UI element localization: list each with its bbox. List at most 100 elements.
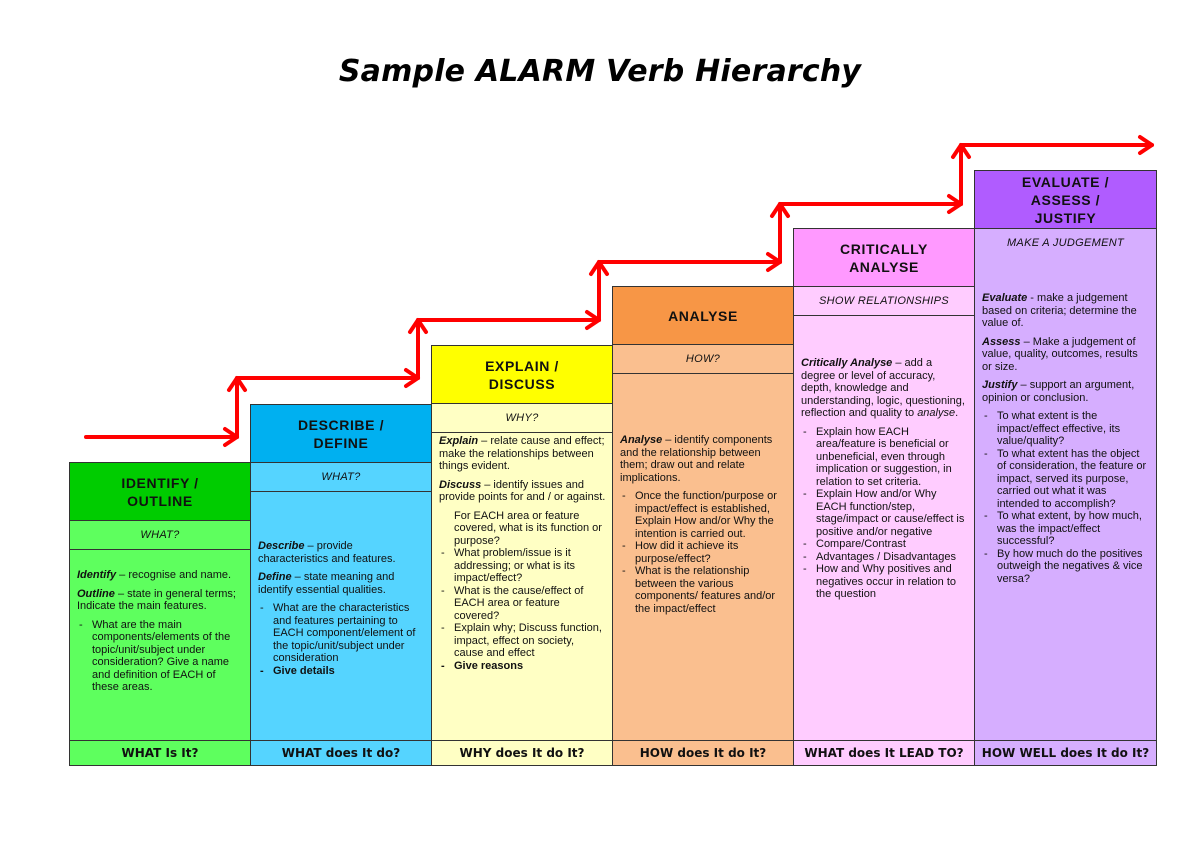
column-header-analyse: ANALYSE — [613, 287, 793, 345]
definition-term: Define — [258, 571, 292, 583]
definition-term: Assess — [982, 335, 1021, 348]
header-line: ANALYSE — [849, 258, 919, 275]
definition-text: – provide characteristics and features. — [258, 540, 396, 565]
arrowhead-right-icon — [1138, 135, 1154, 155]
column-body-critically: Critically Analyse – add a degree or lev… — [794, 316, 974, 741]
bullet-item: By how much do the positives outweigh th… — [982, 548, 1150, 586]
header-line: DESCRIBE / — [297, 416, 385, 433]
arrowhead-right-icon — [585, 310, 601, 330]
bullet-item: Once the function/purpose or impact/effe… — [620, 490, 787, 540]
arrowhead-up-icon — [227, 376, 247, 392]
column-body-analyse: Analyse – identify components and the re… — [613, 374, 793, 741]
bullet-item: What problem/issue is it addressing; or … — [439, 547, 606, 585]
arrowhead-up-icon — [951, 143, 971, 159]
definition-define: Define – state meaning and identify esse… — [258, 571, 425, 596]
definition-text: – state in general terms; Indicate the m… — [77, 587, 236, 613]
column-body-describe: Describe – provide characteristics and f… — [251, 492, 431, 741]
column-header-text: EVALUATE /ASSESS /JUSTIFY — [1022, 173, 1109, 227]
bullet-item: To what extent is the impact/effect effe… — [982, 410, 1150, 448]
definition-explain: Explain – relate cause and effect; make … — [439, 435, 606, 473]
definition-text: – support an argument, opinion or conclu… — [982, 379, 1135, 404]
arrowhead-right-icon — [223, 427, 239, 447]
column-question-describe: WHAT? — [251, 463, 431, 492]
header-line: OUTLINE — [127, 492, 193, 509]
arrowhead-up-icon — [589, 260, 609, 276]
definition-describe: Describe – provide characteristics and f… — [258, 540, 425, 565]
column-header-text: IDENTIFY /OUTLINE — [121, 474, 198, 510]
arrowhead-up-icon — [408, 318, 428, 334]
bullet-item: To what extent has the object of conside… — [982, 448, 1150, 511]
column-header-text: DESCRIBE /DEFINE — [298, 416, 384, 452]
definition-text: – state meaning and identify essential q… — [258, 571, 395, 596]
bullet-item: Compare/Contrast — [801, 538, 968, 551]
column-question-identify: WHAT? — [70, 521, 250, 550]
bullet-list: What are the main components/elements of… — [77, 619, 244, 694]
bullet-list: For EACH area or feature covered, what i… — [439, 510, 606, 673]
header-line: EXPLAIN / — [485, 357, 559, 374]
footer-explain: WHY does It do It? — [431, 740, 612, 766]
bullet-item: Explain how EACH area/feature is benefic… — [801, 426, 968, 489]
column-header-explain: EXPLAIN /DISCUSS — [432, 346, 612, 404]
header-line: IDENTIFY / — [121, 474, 199, 491]
header-line: CRITICALLY — [840, 240, 928, 257]
definition-text: – Make a judgement of value, quality, ou… — [982, 335, 1138, 373]
definition-text: – add a degree or level of accuracy, dep… — [801, 357, 965, 419]
definition-term: Critically Analyse — [801, 357, 893, 369]
definition-analyse: Analyse – identify components and the re… — [620, 434, 787, 484]
bullet-list: Once the function/purpose or impact/effe… — [620, 490, 787, 615]
header-line: JUSTIFY — [1034, 209, 1097, 226]
column-body-explain: Explain – relate cause and effect; make … — [432, 433, 612, 741]
bullet-item: How did it achieve its purpose/effect? — [620, 540, 787, 565]
header-line: EVALUATE / — [1021, 173, 1110, 190]
definition-tail: . — [955, 407, 959, 419]
bullet-item: Give reasons — [439, 660, 606, 673]
column-question-critically: SHOW RELATIONSHIPS — [794, 287, 974, 316]
bullet-list: Explain how EACH area/feature is benefic… — [801, 426, 968, 601]
arrowhead-right-icon — [404, 368, 420, 388]
bullet-item: Explain How and/or Why EACH function/ste… — [801, 488, 968, 538]
footer-analyse: HOW does It do It? — [612, 740, 793, 766]
footer-critically: WHAT does It LEAD TO? — [793, 740, 974, 766]
definition-text: – recognise and name. — [116, 569, 232, 581]
definition-term: Identify — [77, 569, 117, 581]
column-header-text: EXPLAIN /DISCUSS — [485, 357, 559, 393]
bullet-item: Explain why; Discuss function, impact, e… — [439, 622, 606, 660]
bullet-list: To what extent is the impact/effect effe… — [982, 410, 1150, 585]
definition-term: Analyse — [620, 434, 663, 446]
definition-term: Outline — [77, 587, 115, 600]
definition-term: Explain — [439, 435, 479, 447]
definition-text: – identify issues and provide points for… — [439, 478, 606, 504]
bullet-item: What is the relationship between the var… — [620, 565, 787, 615]
definition-justify: Justify – support an argument, opinion o… — [982, 379, 1150, 404]
column-question-evaluate: MAKE A JUDGEMENT — [1006, 237, 1125, 249]
definition-outline: Outline – state in general terms; Indica… — [77, 588, 244, 613]
definition-critically-analyse: Critically Analyse – add a degree or lev… — [801, 357, 968, 420]
header-line: DISCUSS — [488, 375, 556, 392]
page-title: Sample ALARM Verb Hierarchy — [338, 54, 862, 89]
bullet-item: How and Why positives and negatives occu… — [801, 563, 968, 601]
bullet-item: Advantages / Disadvantages — [801, 551, 968, 564]
arrowhead-right-icon — [947, 194, 963, 214]
column-header-text: ANALYSE — [668, 307, 738, 325]
arrowhead-up-icon — [770, 202, 790, 218]
definition-term: Evaluate — [982, 292, 1028, 304]
bullet-item: To what extent, by how much, was the imp… — [982, 510, 1150, 548]
bullet-item: What are the main components/elements of… — [77, 619, 244, 694]
column-body-identify: Identify – recognise and name.Outline – … — [70, 550, 250, 741]
bullet-item: Give details — [258, 665, 425, 678]
arrowhead-right-icon — [766, 252, 782, 272]
definition-term: Justify — [982, 379, 1018, 391]
bullet-item: What are the characteristics and feature… — [258, 602, 425, 665]
definition-emphasis: analyse — [917, 407, 956, 419]
bullet-item: For EACH area or feature covered, what i… — [454, 509, 602, 547]
column-describe: DESCRIBE /DEFINE WHAT? Describe – provide … — [250, 404, 431, 741]
definition-text: – identify components and the relationsh… — [620, 434, 773, 484]
header-line: DEFINE — [313, 434, 369, 451]
definition-text: – relate cause and effect; make the rela… — [439, 435, 605, 472]
bullet-list: What are the characteristics and feature… — [258, 602, 425, 677]
